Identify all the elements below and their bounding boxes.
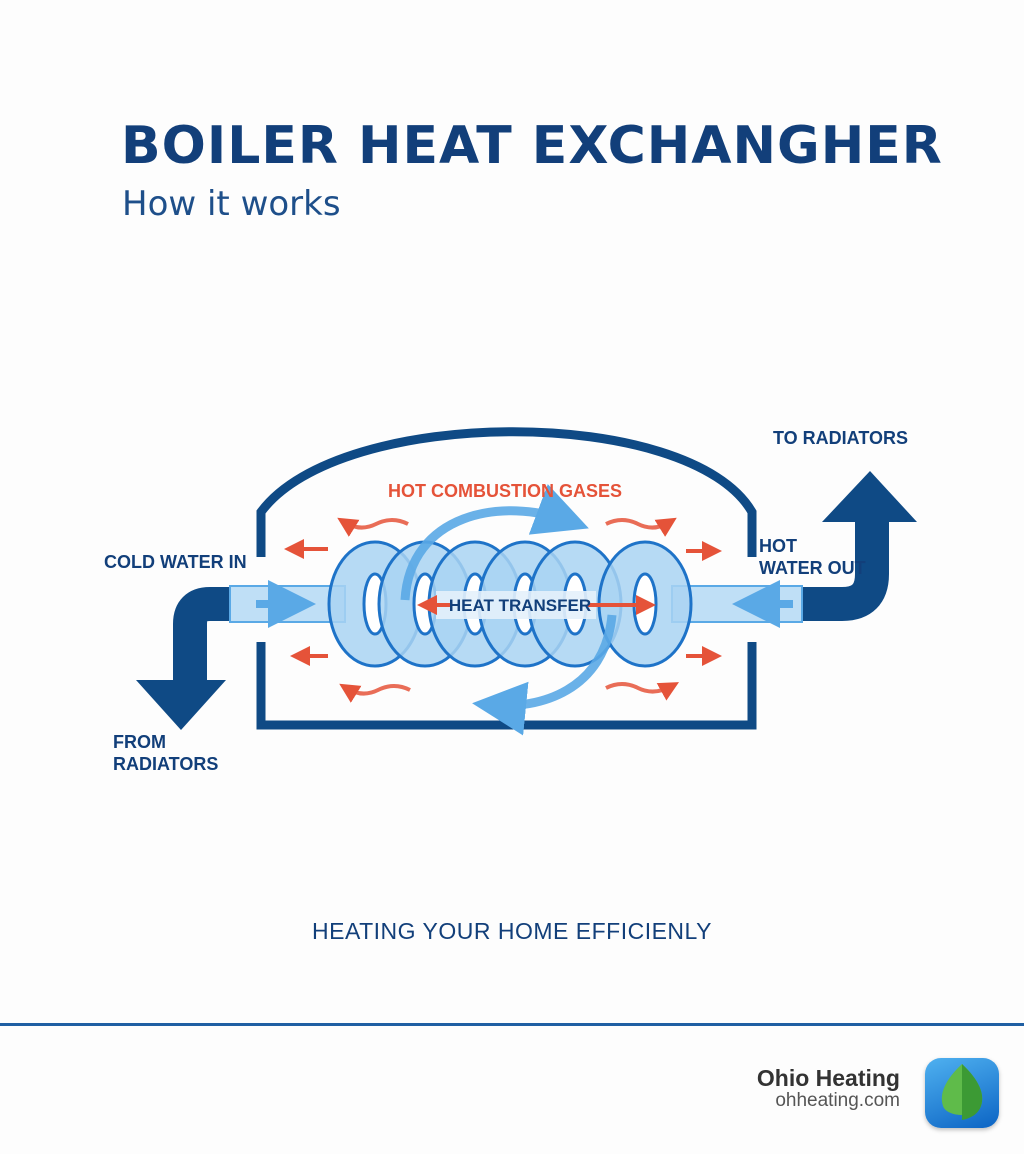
tagline: HEATING YOUR HOME EFFICIENLY (312, 918, 712, 944)
hot-water-out-label-line2: WATER OUT (759, 558, 866, 578)
footer-divider (0, 1023, 1024, 1026)
from-radiators-label-line1: FROM (113, 732, 166, 752)
brand-logo (925, 1058, 999, 1128)
cold-water-inlet-pipe (136, 580, 346, 730)
page-title: BOILER HEAT EXCHANGHER (121, 116, 943, 176)
brand-name: Ohio Heating (756, 1065, 900, 1091)
hot-gas-arrows (284, 517, 722, 703)
heat-exchanger-diagram: HEAT TRANSFER (136, 427, 917, 736)
hot-gases-label: HOT COMBUSTION GASES (388, 481, 623, 501)
cold-water-in-label: COLD WATER IN (104, 552, 247, 572)
leaf-icon (941, 1064, 983, 1120)
page-subtitle: How it works (122, 184, 341, 224)
hot-water-outlet-pipe (671, 471, 917, 628)
hot-water-out-label-line1: HOT (759, 536, 797, 556)
circulation-arrows (400, 484, 617, 736)
heat-transfer-band: HEAT TRANSFER (417, 591, 656, 619)
heat-transfer-label: HEAT TRANSFER (449, 596, 591, 615)
boiler-housing (256, 427, 757, 557)
brand-url: ohheating.com (775, 1090, 900, 1111)
to-radiators-label: TO RADIATORS (773, 428, 909, 448)
from-radiators-label-line2: RADIATORS (113, 754, 219, 774)
